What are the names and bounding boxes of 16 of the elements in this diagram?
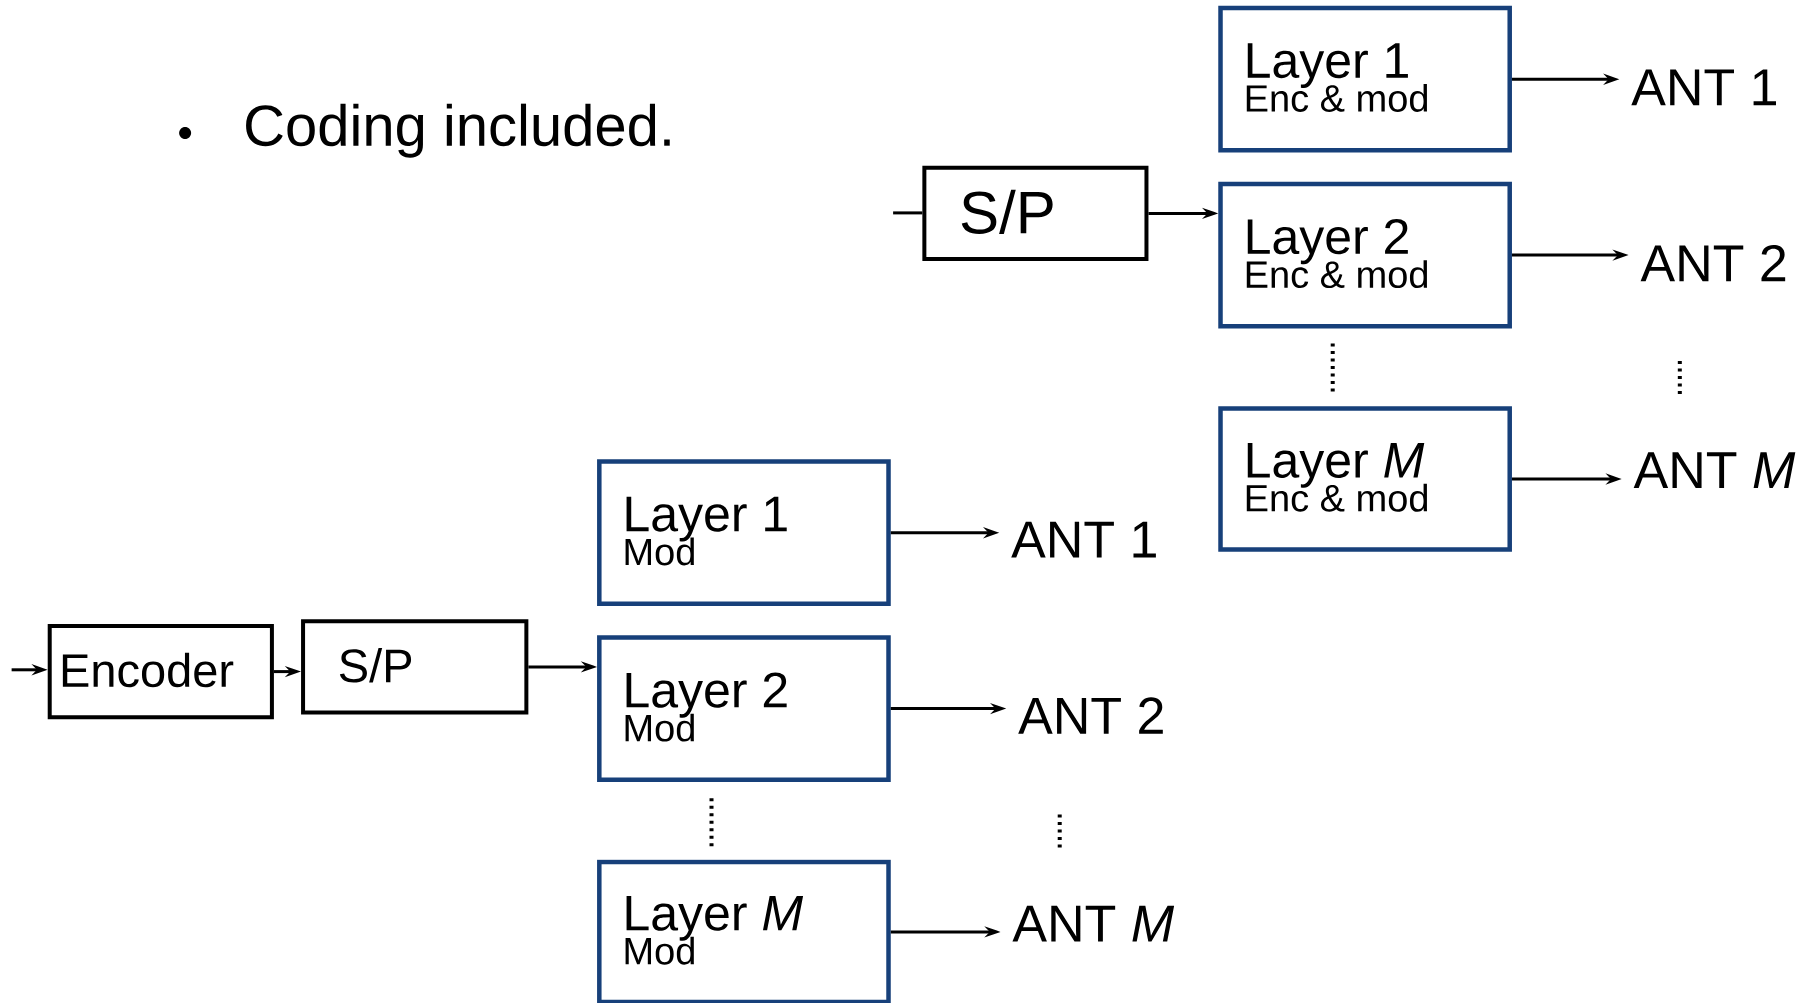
antenna-label: ANT M	[1633, 452, 1796, 489]
block-box: S/P	[301, 619, 529, 715]
antenna-label: ANT 1	[1011, 521, 1156, 558]
layer-box: Layer 2 Mod	[597, 635, 891, 782]
antenna-label: ANT 2	[1018, 697, 1163, 734]
layer-box: Layer 1 Mod	[597, 459, 891, 607]
layer-box: Layer 2 Enc & mod	[1218, 181, 1512, 329]
antenna-label: ANT 1	[1631, 69, 1776, 106]
antenna-label: ANT 2	[1640, 244, 1786, 282]
block-box: Encoder	[47, 623, 274, 720]
layer-box: Layer 1 Enc & mod	[1218, 5, 1512, 153]
antenna-label: ANT M	[1012, 905, 1175, 942]
layer-box: Layer M Enc & mod	[1218, 406, 1512, 552]
layer-box: Layer M Mod	[597, 859, 891, 1003]
block-box: S/P	[922, 165, 1149, 262]
bullet-text: Coding included.	[246, 103, 670, 158]
